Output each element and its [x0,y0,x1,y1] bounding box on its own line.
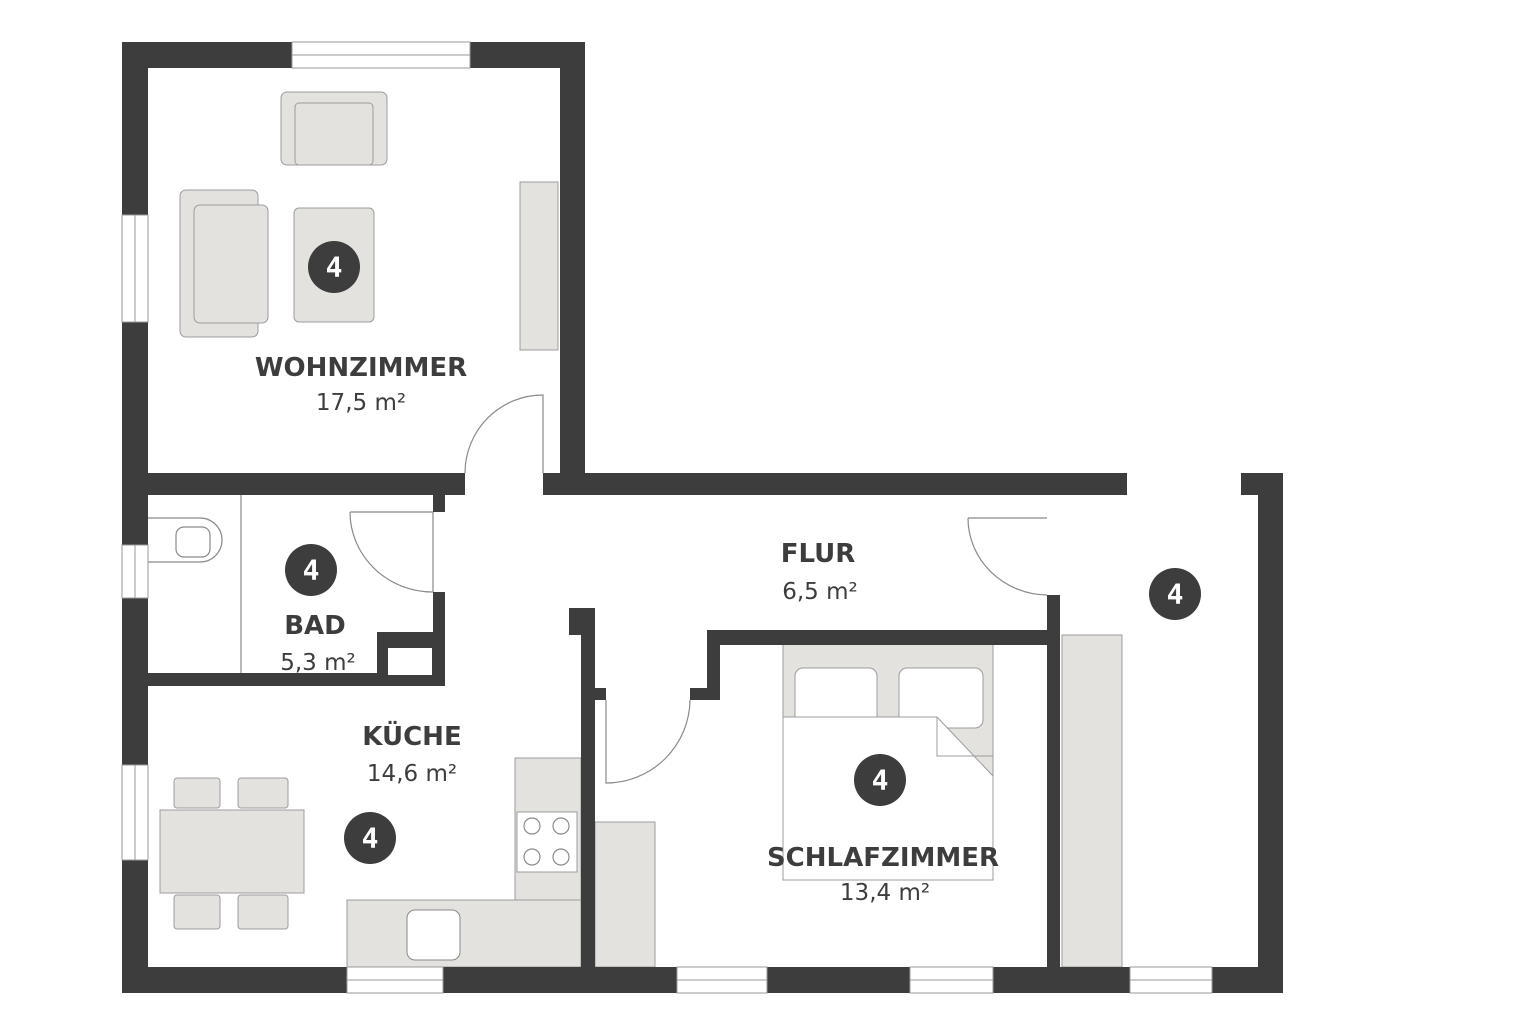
sink-icon [406,909,461,961]
badge-number: 4 [303,554,320,587]
room-area-bad: 5,3 m² [280,650,356,676]
sofa-seat [193,204,269,324]
room-name-wohnzimmer: WOHNZIMMER [255,353,467,383]
room-name-kueche: KÜCHE [362,719,461,752]
door-schlafzimmer [605,699,691,784]
chair [173,777,221,809]
toilet [148,517,223,563]
badge-number: 4 [1167,578,1184,611]
badge-number: 4 [362,822,379,855]
room-area-kueche: 14,6 m² [367,761,457,787]
windows [121,41,1213,994]
door-bad [349,511,434,593]
armchair-seat [294,102,374,166]
room-name-flur: FLUR [781,539,856,569]
wardrobe [1061,634,1123,968]
bed [782,642,994,881]
shelf [519,181,559,351]
doors [349,394,1048,784]
room-badge: 4 [854,754,906,806]
kitchen-counter [346,899,582,968]
toilet-seat [175,526,211,558]
stove-icon [516,811,578,873]
room-badge: 4 [308,241,360,293]
room-badge: 4 [344,812,396,864]
badge-number: 4 [872,764,889,797]
dining-table [159,809,305,894]
chair [237,777,289,809]
door-wohnzimmer [464,394,544,474]
chair [237,894,289,930]
badge-number: 4 [326,251,343,284]
room-area-schlafzimmer: 13,4 m² [840,880,930,906]
furniture [148,91,1123,968]
room-area-flur: 6,5 m² [782,579,858,605]
room-badge: 4 [285,544,337,596]
room-badge: 4 [1149,568,1201,620]
room-name-schlafzimmer: SCHLAFZIMMER [767,843,999,873]
room-area-wohnzimmer: 17,5 m² [316,390,406,416]
chair [173,894,221,930]
door-schlafzimmer-area [967,517,1048,596]
cabinet [594,821,656,968]
room-name-bad: BAD [284,611,346,641]
